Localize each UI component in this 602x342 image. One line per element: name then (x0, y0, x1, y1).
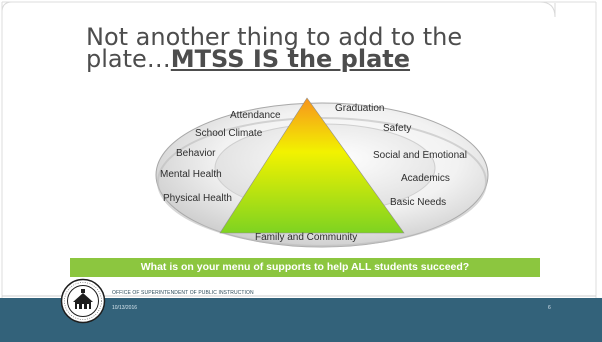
label-school-climate: School Climate (195, 128, 263, 139)
menu-question-banner: What is on your menu of supports to help… (70, 258, 540, 277)
label-basic-needs: Basic Needs (390, 197, 447, 208)
slide-date: 10/13/2016 (112, 305, 138, 311)
plate-rim-shadow (157, 117, 487, 247)
label-behavior: Behavior (176, 148, 216, 159)
label-mental-health: Mental Health (160, 169, 222, 180)
label-family-community: Family and Community (255, 232, 358, 243)
slide-title: Not another thing to add to the plate…MT… (86, 23, 526, 73)
label-safety: Safety (383, 123, 412, 134)
ospi-seal-logo (60, 278, 106, 324)
label-graduation: Graduation (335, 103, 385, 114)
page-number: 6 (548, 305, 551, 311)
office-name: OFFICE OF SUPERINTENDENT OF PUBLIC INSTR… (112, 290, 254, 296)
title-line-2-emphasis: MTSS IS the plate (170, 45, 411, 73)
label-academics: Academics (401, 173, 450, 184)
mtss-pyramid (219, 97, 405, 234)
label-physical-health: Physical Health (163, 193, 232, 204)
label-social-emotional: Social and Emotional (373, 150, 467, 161)
title-line-1: Not another thing to add to the (86, 23, 463, 51)
label-attendance: Attendance (230, 110, 281, 121)
title-line-2-prefix: plate… (86, 45, 171, 73)
